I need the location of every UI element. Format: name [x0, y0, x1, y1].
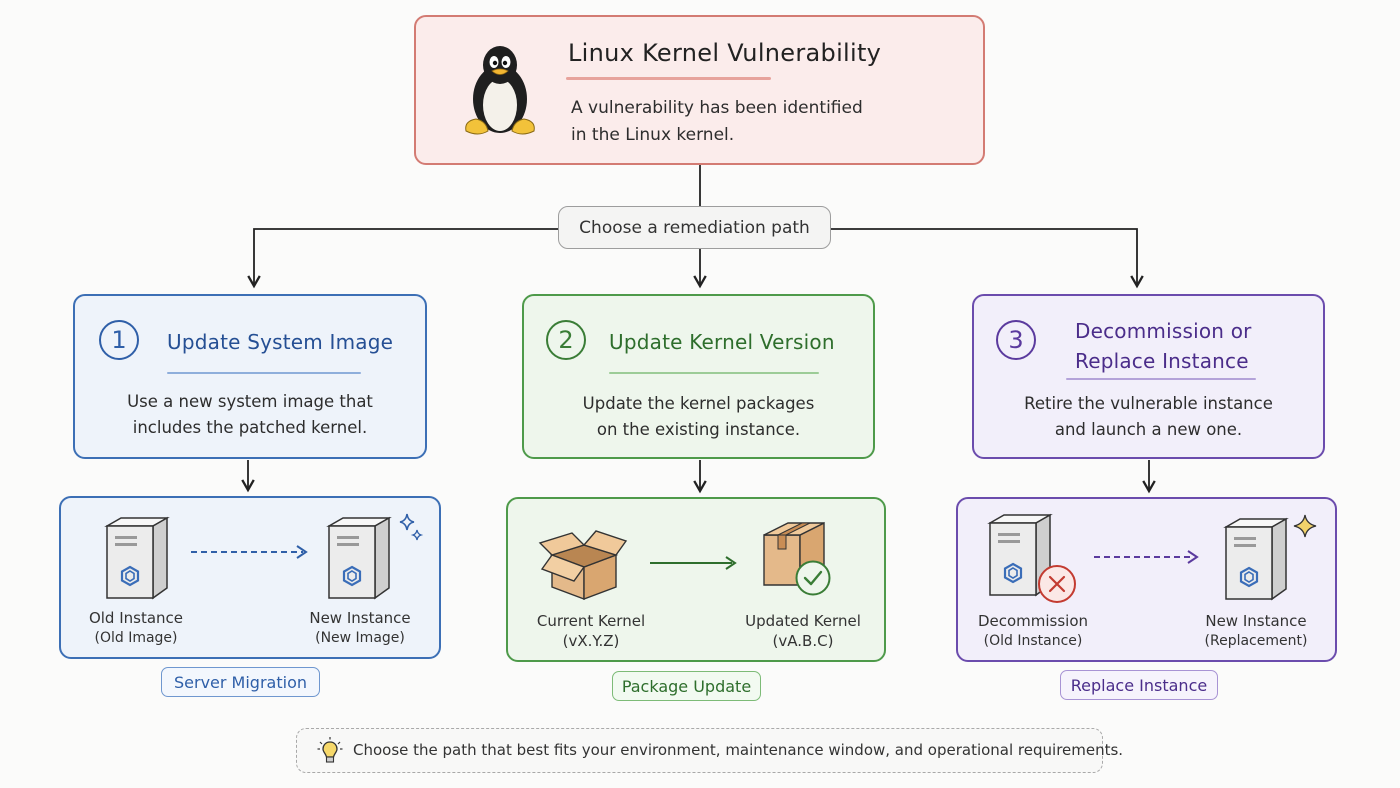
- caption-line-1: New Instance: [309, 609, 411, 627]
- server-migration-panel: Old Instance (Old Image) New Instance (N…: [59, 496, 441, 659]
- sparkle-icon: [399, 513, 424, 541]
- description-line-2: in the Linux kernel.: [571, 125, 735, 145]
- replace-instance-badge: Replace Instance: [1060, 670, 1218, 700]
- option-number-badge: 1: [99, 320, 139, 360]
- old-server-icon: [987, 513, 1053, 597]
- current-kernel-caption: Current Kernel (vX.Y.Z): [516, 611, 666, 651]
- dashed-arrow-icon: [1094, 550, 1199, 564]
- open-box-icon: [538, 530, 628, 601]
- package-update-badge: Package Update: [612, 671, 761, 701]
- replace-instance-panel: Decommission (Old Instance) New Instance…: [956, 497, 1337, 662]
- caption-line-1: New Instance: [1205, 612, 1307, 630]
- sparkle-icon: [1293, 514, 1317, 538]
- footer-tip: Choose the path that best fits your envi…: [296, 728, 1123, 773]
- caption-line-2: (Old Instance): [983, 633, 1083, 649]
- server-migration-badge: Server Migration: [161, 667, 320, 697]
- caption-line-1: Old Instance: [88, 609, 184, 627]
- caption-line-2: (vX.Y.Z): [562, 632, 620, 650]
- caption-line-1: Decommission: [977, 612, 1089, 630]
- description-line-1: Retire the vulnerable instance: [1024, 394, 1273, 413]
- description-line-2: includes the patched kernel.: [132, 418, 368, 437]
- description-line-1: Update the kernel packages: [582, 394, 815, 413]
- remediation-path-chooser: Choose a remediation path: [558, 206, 831, 249]
- description-line-2: on the existing instance.: [596, 420, 801, 439]
- updated-kernel-caption: Updated Kernel (vA.B.C): [728, 611, 878, 651]
- page-title: Linux Kernel Vulnerability: [568, 39, 882, 67]
- new-instance-caption: New Instance (New Image): [285, 608, 435, 648]
- checkmark-icon: [795, 560, 831, 596]
- option-update-kernel-version: 2 Update Kernel Version Update the kerne…: [522, 294, 875, 459]
- new-server-icon: [326, 516, 392, 600]
- caption-line-2: (vA.B.C): [772, 632, 834, 650]
- option-decommission-or-replace: 3 Decommission or Replace Instance Retir…: [972, 294, 1325, 459]
- description-line-2: and launch a new one.: [1054, 420, 1243, 439]
- caption-line-2: (Replacement): [1204, 633, 1308, 649]
- old-server-icon: [104, 516, 170, 600]
- option-title: Update System Image: [167, 330, 394, 354]
- vulnerability-card: Linux Kernel Vulnerability A vulnerabili…: [414, 15, 985, 165]
- option-description: Update the kernel packages on the existi…: [524, 391, 873, 443]
- solid-arrow-icon: [650, 556, 737, 570]
- package-update-panel: Current Kernel (vX.Y.Z) Updated Kernel (…: [506, 497, 886, 662]
- caption-line-1: Current Kernel: [536, 612, 646, 630]
- option-description: Use a new system image that includes the…: [75, 389, 425, 441]
- new-instance-caption: New Instance (Replacement): [1181, 611, 1331, 651]
- option-description: Retire the vulnerable instance and launc…: [974, 391, 1323, 443]
- option-title-line-1: Decommission or: [1075, 319, 1252, 343]
- remove-x-icon: [1038, 565, 1076, 603]
- vulnerability-description: A vulnerability has been identified in t…: [571, 95, 901, 149]
- decommission-caption: Decommission (Old Instance): [958, 611, 1108, 651]
- new-server-icon: [1223, 517, 1289, 601]
- caption-line-2: (New Image): [315, 630, 405, 646]
- title-underline: [167, 372, 361, 374]
- tip-text: Choose the path that best fits your envi…: [353, 741, 1124, 759]
- caption-line-1: Updated Kernel: [745, 612, 861, 630]
- caption-line-2: (Old Image): [94, 630, 178, 646]
- option-number-badge: 3: [996, 320, 1036, 360]
- old-instance-caption: Old Instance (Old Image): [61, 608, 211, 648]
- description-line-1: Use a new system image that: [127, 392, 373, 411]
- lightbulb-icon: [317, 737, 343, 763]
- title-underline: [566, 77, 771, 80]
- title-underline: [1066, 378, 1256, 380]
- option-title: Update Kernel Version: [609, 330, 835, 354]
- tux-penguin-icon: [465, 46, 535, 135]
- description-line-1: A vulnerability has been identified: [571, 98, 863, 118]
- option-number-badge: 2: [546, 320, 586, 360]
- option-update-system-image: 1 Update System Image Use a new system i…: [73, 294, 427, 459]
- title-underline: [609, 372, 819, 374]
- option-title-line-2: Replace Instance: [1075, 349, 1249, 373]
- dashed-arrow-icon: [191, 545, 308, 559]
- option-title: Decommission or Replace Instance: [1075, 316, 1275, 376]
